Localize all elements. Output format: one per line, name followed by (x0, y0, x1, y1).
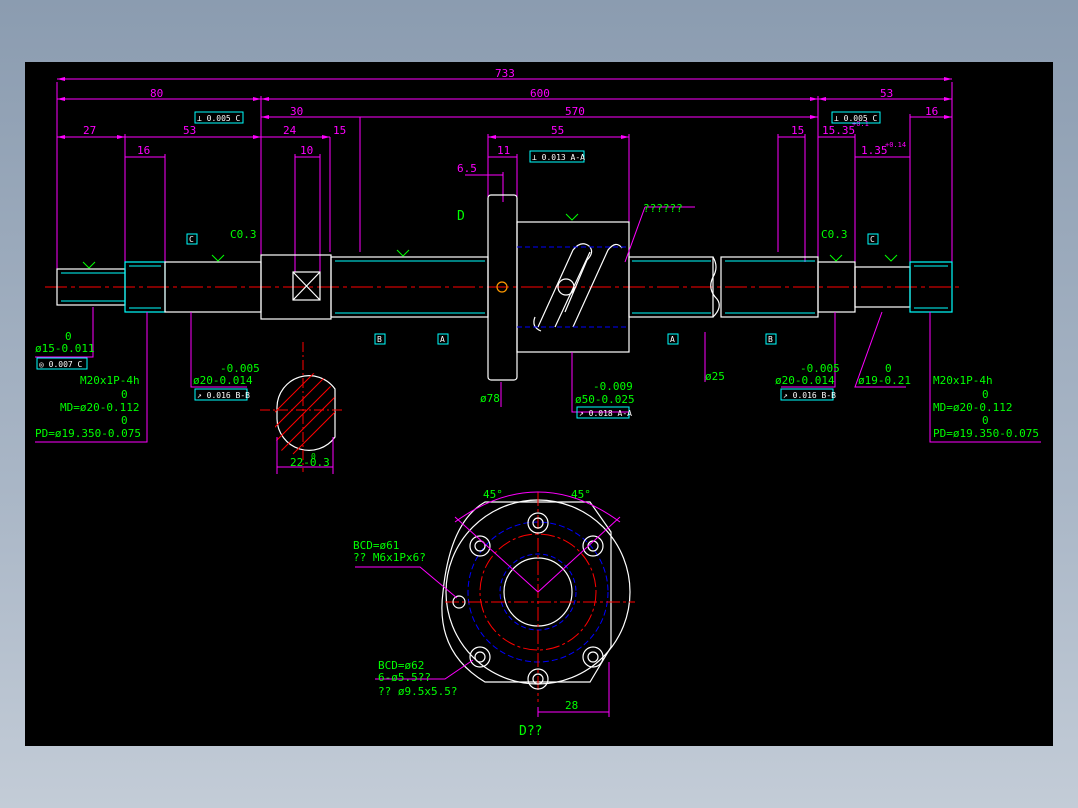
dim-15-right: 15 (791, 124, 804, 137)
datum-b-left: B (377, 335, 382, 344)
dim-53: 53 (880, 87, 893, 100)
right-d20: ø20-0.014 (775, 374, 835, 387)
left-md: MD=ø20-0.112 (60, 401, 139, 414)
nut-d50-top: -0.009 (593, 380, 633, 393)
dim-11: 11 (497, 144, 510, 157)
left-d15: ø15-0.011 (35, 342, 95, 355)
dim-16-left: 16 (137, 144, 150, 157)
surface-finish-marks (82, 213, 898, 269)
right-d20-top: -0.005 (800, 362, 840, 375)
left-d15-top: 0 (65, 330, 72, 343)
right-notes: -0.005 ø20-0.014 0 ø19-0.21 M20x1P-4h 0 … (775, 362, 1039, 440)
left-notes: 0 ø15-0.011 M20x1P-4h 0 MD=ø20-0.112 0 P… (35, 330, 260, 440)
left-pd: PD=ø19.350-0.075 (35, 427, 141, 440)
dim-24: 24 (283, 124, 297, 137)
right-d19-top: 0 (885, 362, 892, 375)
left-perp-frame: ⊥ 0.005 C (197, 114, 241, 123)
nut-hidden (517, 246, 629, 328)
shaft-hidden-lines (61, 260, 948, 314)
right-pd: PD=ø19.350-0.075 (933, 427, 1039, 440)
dim-1-35: 1.35 (861, 144, 888, 157)
dim-15-35: 15.35 (822, 124, 855, 137)
phi78-label: ø78 (480, 392, 500, 405)
right-perp-frame: ⊥ 0.005 C (834, 114, 878, 123)
section-width-tol: 0 (311, 452, 316, 461)
dim-55: 55 (551, 124, 564, 137)
width28: 28 (565, 699, 578, 712)
cbore-note: ?? ø9.5x5.5? (378, 685, 457, 698)
section-width-label: 22-0.3 (290, 456, 330, 469)
c03-left: C0.3 (230, 228, 257, 241)
left-runout2-frame: ↗ 0.016 B-B (197, 391, 250, 400)
view-d-title: D?? (519, 724, 542, 739)
dim-733: 733 (495, 67, 515, 80)
dim-16-right: 16 (925, 105, 938, 118)
left-thread: M20x1P-4h (80, 374, 140, 387)
angle-right: 45° (571, 488, 591, 501)
left-runout-frame: ◎ 0.007 C (39, 360, 83, 369)
tolerance-frames: ⊥ 0.005 C ⊥ 0.005 C ⊥ 0.013 A-A ◎ 0.007 … (36, 111, 881, 419)
nut-d50: ø50-0.025 (575, 393, 635, 406)
dim-10: 10 (300, 144, 313, 157)
nut-runout-frame: ↗ 0.018 A-A (579, 409, 632, 418)
left-pd-top: 0 (121, 414, 128, 427)
dimension-texts: 733 80 600 53 30 570 27 53 24 15 16 10 5… (83, 67, 938, 175)
nut-grease-port (496, 281, 508, 293)
dim-570: 570 (565, 105, 585, 118)
datum-c-right: C (870, 235, 875, 244)
datum-boxes (186, 233, 879, 345)
dimension-arrows (57, 77, 952, 139)
keyway-section (260, 342, 345, 474)
bcd62: BCD=ø62 (378, 659, 424, 672)
dim-30: 30 (290, 105, 303, 118)
dim-80: 80 (150, 87, 163, 100)
drawing-sheet: 733 80 600 53 30 570 27 53 24 15 16 10 5… (25, 62, 1053, 746)
dim-53-left: 53 (183, 124, 196, 137)
dim-600: 600 (530, 87, 550, 100)
right-d19: ø19-0.21 (858, 374, 911, 387)
leader-lines (35, 206, 1041, 443)
dim-6-5: 6.5 (457, 162, 477, 175)
c03-right: C0.3 (821, 228, 848, 241)
right-md-top: 0 (982, 388, 989, 401)
datum-b-right: B (768, 335, 773, 344)
right-thread: M20x1P-4h (933, 374, 993, 387)
left-md-top: 0 (121, 388, 128, 401)
dim-1-35-tol: +0.14 (885, 141, 906, 149)
dim-15-35-tol: +0.1 (852, 120, 869, 128)
dim-15-left: 15 (333, 124, 346, 137)
nut-notes: -0.009 ø50-0.025 (575, 380, 635, 406)
datum-a-right: A (670, 335, 675, 344)
left-d20: ø20-0.014 (193, 374, 253, 387)
view-d-label: D (457, 209, 465, 224)
datum-c-left: C (189, 235, 194, 244)
nut-note: ?????? (643, 202, 683, 215)
phi25-label: ø25 (705, 370, 725, 383)
cad-drawing: 733 80 600 53 30 570 27 53 24 15 16 10 5… (35, 67, 1041, 739)
flange-notes: 45° 45° BCD=ø61 ?? M6x1Px6? BCD=ø62 6-ø5… (353, 488, 591, 739)
left-d20-top: -0.005 (220, 362, 260, 375)
flange-view (355, 491, 635, 717)
annotation-labels: C0.3 C0.3 D ?????? ø25 ø78 0 22-0.3 C C … (189, 202, 875, 469)
tap-note: ?? M6x1Px6? (353, 551, 426, 564)
datum-a-left: A (440, 335, 445, 344)
right-pd-top: 0 (982, 414, 989, 427)
dim-27: 27 (83, 124, 96, 137)
holes-note: 6-ø5.5?? (378, 671, 431, 684)
angle-left: 45° (483, 488, 503, 501)
right-runout-frame: ↗ 0.016 B-B (783, 391, 836, 400)
right-md: MD=ø20-0.112 (933, 401, 1012, 414)
bcd61: BCD=ø61 (353, 539, 399, 552)
nut-perp-frame: ⊥ 0.013 A-A (532, 153, 585, 162)
